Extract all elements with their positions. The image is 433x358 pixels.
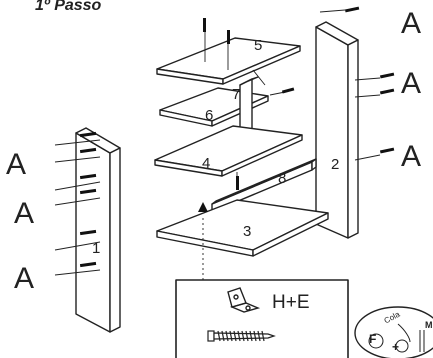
screw-label-a: A <box>401 67 422 100</box>
shelf-4 <box>154 125 303 177</box>
side-panel-2 <box>315 21 359 239</box>
screw-label-a: A <box>6 148 27 181</box>
step-title: 1º Passo <box>35 0 102 14</box>
glue-f-label: F <box>369 332 377 346</box>
glue-marks-icon <box>368 323 425 353</box>
part-number-5: 5 <box>254 37 263 54</box>
part-number-3: 3 <box>243 223 252 240</box>
screw-label-a: A <box>401 140 422 173</box>
hardware-box <box>175 279 349 358</box>
screw-label-a: A <box>401 7 422 40</box>
bracket-icon <box>227 287 261 313</box>
screw-icon <box>207 330 276 342</box>
part-number-6: 6 <box>205 107 214 124</box>
glue-m-label: M <box>425 320 433 330</box>
glue-plus-label: + <box>392 340 400 354</box>
shelf-5 <box>156 37 301 85</box>
hardware-label: H+E <box>272 292 310 313</box>
part-number-2: 2 <box>331 156 340 173</box>
screw-label-a: A <box>14 262 35 295</box>
part-number-7: 7 <box>232 86 241 103</box>
part-number-1: 1 <box>92 240 101 257</box>
glue-badge-shape <box>354 306 433 358</box>
screw-label-a: A <box>14 197 35 230</box>
part-number-4: 4 <box>202 155 211 172</box>
screws <box>79 6 395 268</box>
part-number-8: 8 <box>278 170 287 187</box>
shelf-3 <box>156 199 329 257</box>
arrow-head <box>198 202 208 212</box>
